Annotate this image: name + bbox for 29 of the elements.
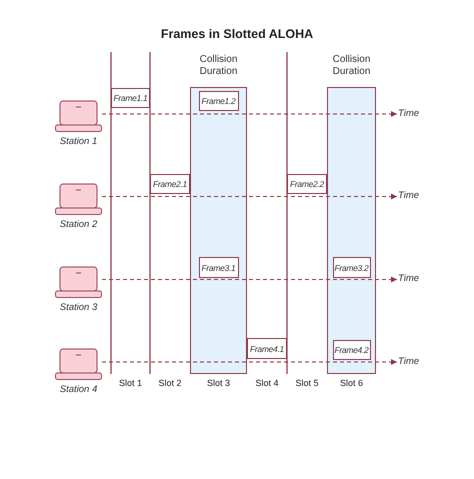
slot-label: Slot 6 <box>340 378 363 389</box>
frame-box: Frame3.1 <box>198 257 238 278</box>
slot-label: Slot 1 <box>119 378 142 389</box>
frame-box: Frame1.2 <box>198 91 238 111</box>
diagram-title: Frames in Slotted ALOHA <box>160 27 314 41</box>
frame-box: Frame1.1 <box>111 88 150 108</box>
frame-box: Frame4.2 <box>332 340 370 360</box>
dashed-timeline-arrow <box>102 111 398 117</box>
station-label: Station 2 <box>60 218 98 230</box>
time-label: Time <box>398 273 420 285</box>
dashed-timeline-arrow <box>102 194 398 200</box>
station-label: Station 1 <box>60 136 98 148</box>
band-heading: Collision Duration <box>198 54 238 78</box>
slot-label: Slot 4 <box>256 378 278 389</box>
dashed-timeline-arrow <box>102 359 398 365</box>
frame-box: Frame3.2 <box>332 257 370 278</box>
time-label: Time <box>398 356 420 368</box>
band-heading: Collision Duration <box>332 54 372 78</box>
slot-label: Slot 3 <box>207 378 230 389</box>
frame-box: Frame2.2 <box>287 174 327 194</box>
slot-label: Slot 5 <box>296 378 318 389</box>
time-label: Time <box>398 108 420 120</box>
frame-box: Frame2.1 <box>150 174 190 194</box>
station-label: Station 3 <box>60 302 98 314</box>
station-label: Station 4 <box>60 384 98 396</box>
dashed-timeline-arrow <box>102 276 398 282</box>
frame-box: Frame4.1 <box>247 338 287 359</box>
time-label: Time <box>398 190 420 202</box>
slot-label: Slot 2 <box>158 378 182 389</box>
